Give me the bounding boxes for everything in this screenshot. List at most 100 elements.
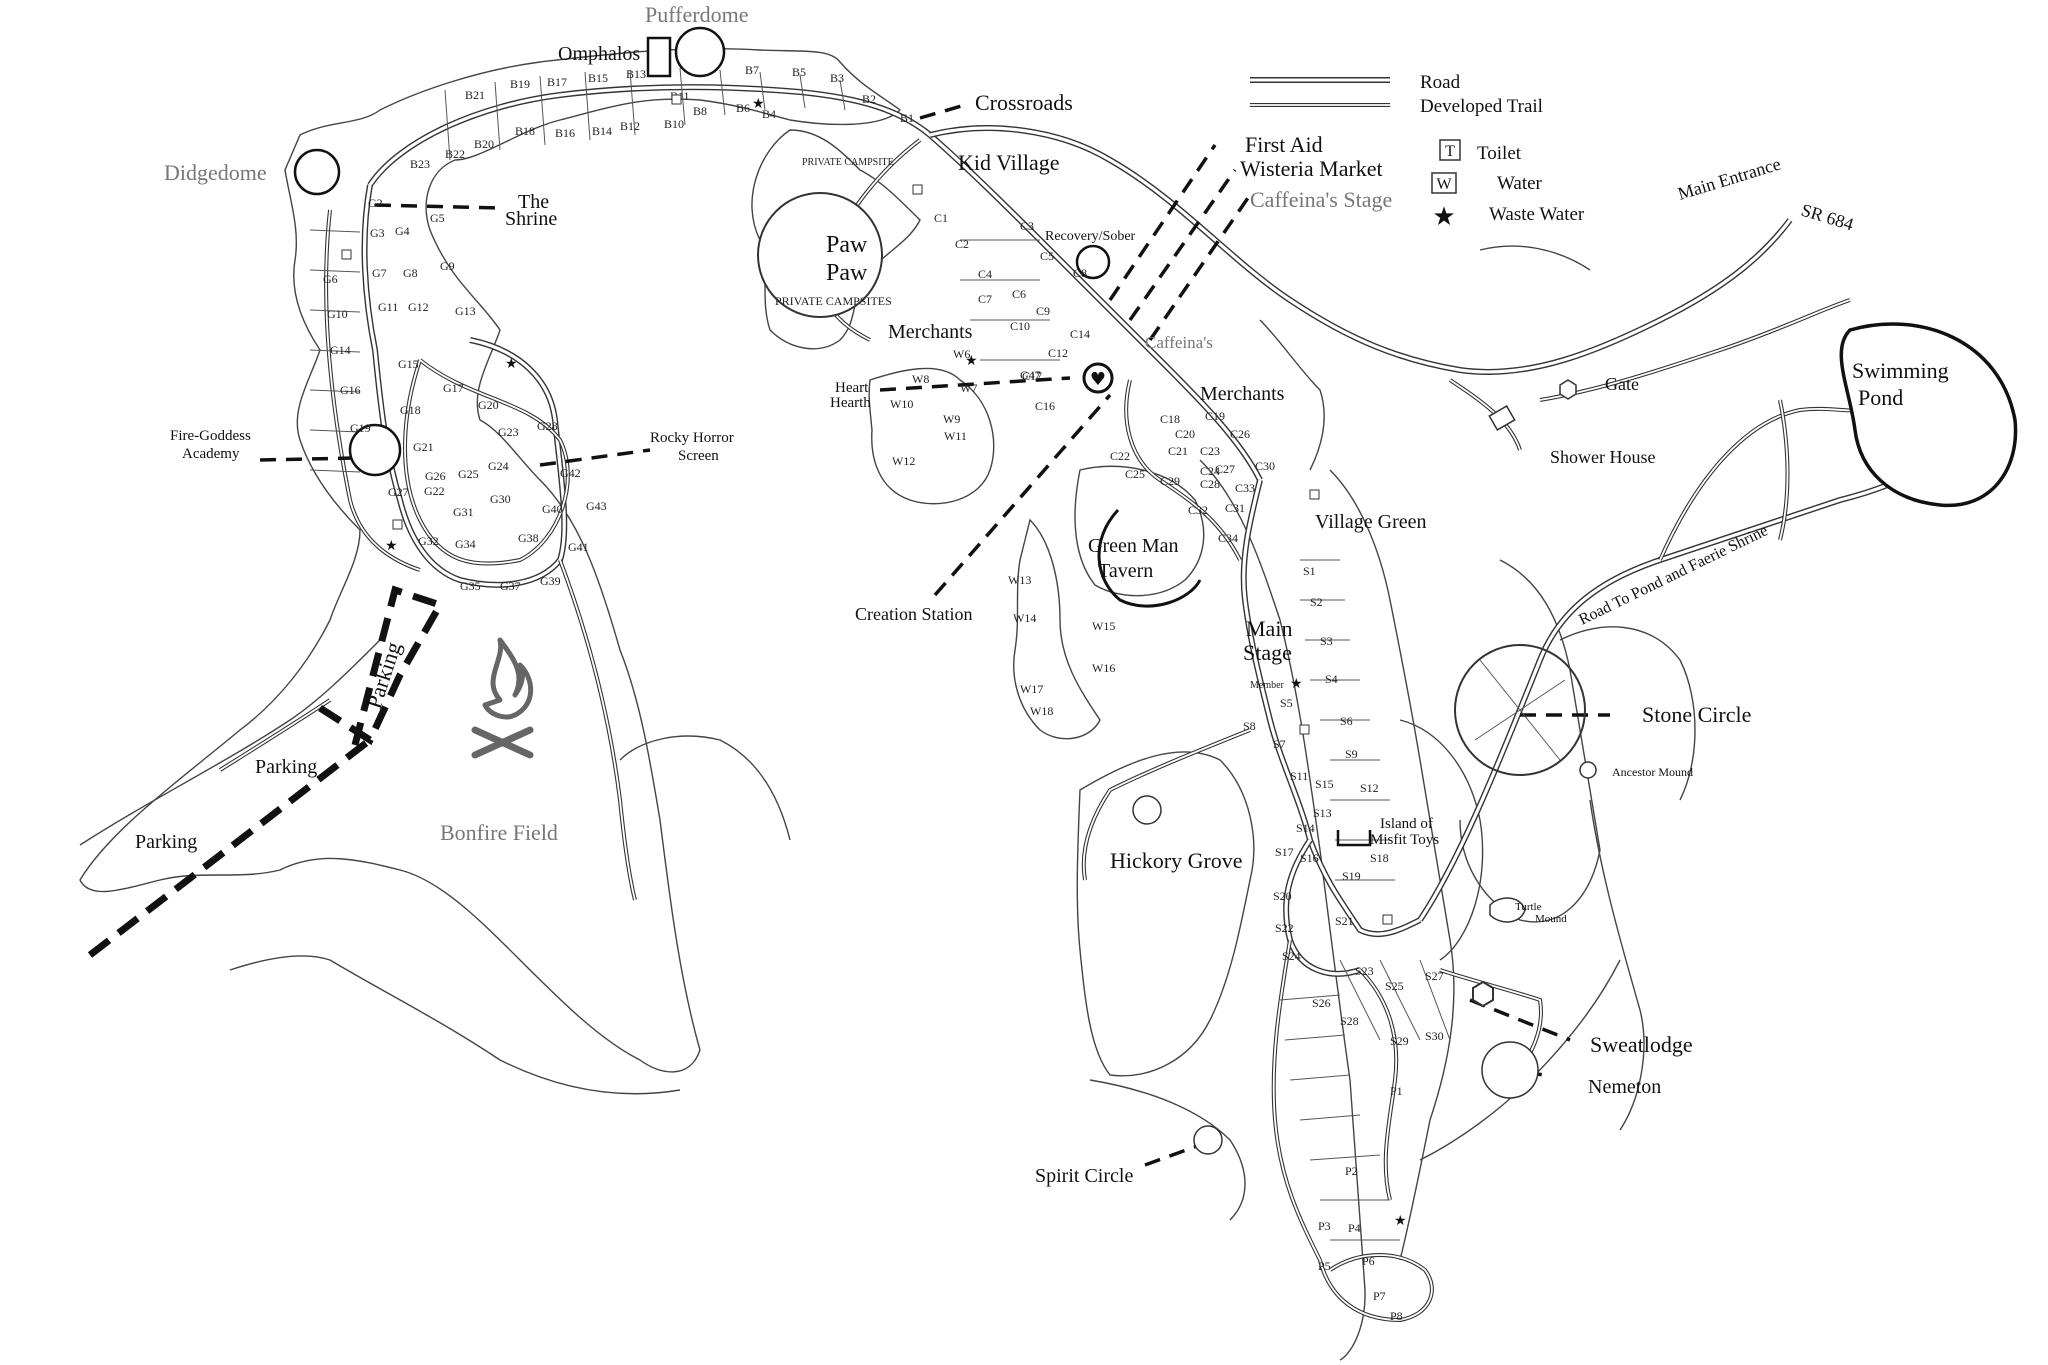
site-label-w16: W16 xyxy=(1092,661,1115,675)
site-label-g32: G32 xyxy=(418,534,439,548)
green-man-outline xyxy=(1097,508,1202,608)
site-label-c21: C21 xyxy=(1168,444,1188,458)
label-misfit-1: Island of xyxy=(1380,816,1433,832)
label-village-green: Village Green xyxy=(1315,511,1427,533)
label-main-stage-2: Stage xyxy=(1243,640,1292,665)
facility-markers: ★ ★ ★ ★ ★ ★ xyxy=(341,94,1407,1229)
site-label-s29: S29 xyxy=(1390,1034,1409,1048)
site-label-g15: G15 xyxy=(398,357,419,371)
label-nemeton: Nemeton xyxy=(1588,1076,1661,1098)
site-label-p6: P6 xyxy=(1362,1254,1375,1268)
site-label-c14: C14 xyxy=(1070,327,1090,341)
site-label-c22: C22 xyxy=(1110,449,1130,463)
label-private-campsites: PRIVATE CAMPSITES xyxy=(775,294,892,308)
site-label-g11: G11 xyxy=(378,300,398,314)
site-label-g20: G20 xyxy=(478,398,499,412)
swimming-pond-outline xyxy=(1839,322,2018,508)
site-label-w14: W14 xyxy=(1013,611,1036,625)
site-label-g12: G12 xyxy=(408,300,429,314)
legend-toilet: Toilet xyxy=(1477,143,1522,164)
site-label-c4: C4 xyxy=(978,267,992,281)
label-misfit-2: Misfit Toys xyxy=(1370,832,1439,848)
site-label-w8: W8 xyxy=(912,372,929,386)
site-label-s5: S5 xyxy=(1280,696,1293,710)
site-label-p2: P2 xyxy=(1345,1164,1358,1178)
label-crossroads: Crossroads xyxy=(975,90,1073,115)
site-label-w6: W6 xyxy=(953,347,970,361)
site-label-c28: C28 xyxy=(1200,477,1220,491)
label-didgedome: Didgedome xyxy=(164,160,267,185)
label-parking-mid: Parking xyxy=(255,756,317,778)
site-label-s11: S11 xyxy=(1290,769,1308,783)
site-label-c10: C10 xyxy=(1010,319,1030,333)
site-label-c34: C34 xyxy=(1218,531,1238,545)
label-creation-station: Creation Station xyxy=(855,604,972,624)
ancestor-mound-marker xyxy=(1579,761,1597,779)
site-label-c32: C32 xyxy=(1188,503,1208,517)
waste-water-star-icon: ★ xyxy=(1394,1213,1407,1229)
toilet-icon xyxy=(671,94,682,105)
site-label-g6: G6 xyxy=(323,272,338,286)
toilet-icon xyxy=(1439,139,1461,161)
fire-goddess-circle xyxy=(348,423,402,477)
site-label-p5: P5 xyxy=(1318,1259,1331,1273)
site-label-s27: S27 xyxy=(1425,969,1444,983)
site-label-p7: P7 xyxy=(1373,1289,1386,1303)
pufferdome-circle xyxy=(674,26,726,78)
nemeton-circle xyxy=(1481,1041,1539,1099)
site-label-c19: C19 xyxy=(1205,409,1225,423)
toilet-symbol: T xyxy=(1445,143,1455,160)
site-label-s21: S21 xyxy=(1335,914,1354,928)
water-icon xyxy=(1431,172,1457,194)
label-kid-village: Kid Village xyxy=(958,150,1060,175)
toilet-icon xyxy=(1309,489,1320,500)
label-merchants-right: Merchants xyxy=(1200,383,1285,405)
site-label-s23: S23 xyxy=(1355,964,1374,978)
site-label-b16: B16 xyxy=(555,126,575,140)
site-label-g38: G38 xyxy=(518,531,539,545)
site-label-g4: G4 xyxy=(395,224,410,238)
site-label-w17: W17 xyxy=(1020,682,1043,696)
label-sweatlodge: Sweatlodge xyxy=(1590,1032,1693,1057)
label-pufferdome: Pufferdome xyxy=(645,2,748,27)
label-rocky-horror-1: Rocky Horror xyxy=(650,430,734,446)
recovery-circle xyxy=(1075,244,1111,280)
legend-water: Water xyxy=(1497,173,1543,194)
site-label-p1: P1 xyxy=(1390,1084,1403,1098)
site-label-b5: B5 xyxy=(792,65,806,79)
site-label-b4: B4 xyxy=(762,107,776,121)
site-label-s20: S20 xyxy=(1273,889,1292,903)
misfit-toys-bracket xyxy=(1336,830,1372,847)
site-label-g27: G27 xyxy=(388,485,409,499)
toilet-icon xyxy=(1382,914,1393,925)
legend: T W ★ Road Developed Trail Toilet Water … xyxy=(1250,72,1585,232)
label-paw-1: Paw xyxy=(826,232,868,258)
label-fire-goddess-2: Academy xyxy=(182,446,240,462)
toilet-icon xyxy=(912,184,923,195)
label-first-aid: First Aid xyxy=(1245,132,1323,157)
site-label-s15: S15 xyxy=(1315,777,1334,791)
waste-water-star-icon: ★ xyxy=(965,353,978,369)
site-label-g21: G21 xyxy=(413,440,434,454)
site-label-c3: C3 xyxy=(1020,219,1034,233)
label-turtle-1: Turtle xyxy=(1515,901,1542,913)
site-label-b12: B12 xyxy=(620,119,640,133)
gate-marker xyxy=(1559,379,1577,400)
omphalos-marker xyxy=(646,36,672,78)
site-label-c17: C17 xyxy=(1022,369,1042,383)
site-label-c24: C24 xyxy=(1200,464,1220,478)
site-label-s30: S30 xyxy=(1425,1029,1444,1043)
site-label-s24: S24 xyxy=(1282,949,1301,963)
legend-waste: Waste Water xyxy=(1489,204,1585,225)
site-label-s19: S19 xyxy=(1342,869,1361,883)
site-label-g19: G19 xyxy=(350,421,371,435)
site-label-b22: B22 xyxy=(445,147,465,161)
site-label-g18: G18 xyxy=(400,403,421,417)
legend-road: Road xyxy=(1420,72,1461,93)
toilet-icon xyxy=(1299,724,1310,735)
site-label-c18: C18 xyxy=(1160,412,1180,426)
site-label-s28: S28 xyxy=(1340,1014,1359,1028)
site-label-g2: G2 xyxy=(368,196,383,210)
site-label-s22: S22 xyxy=(1275,921,1294,935)
dashed-leaders xyxy=(87,103,1610,1167)
